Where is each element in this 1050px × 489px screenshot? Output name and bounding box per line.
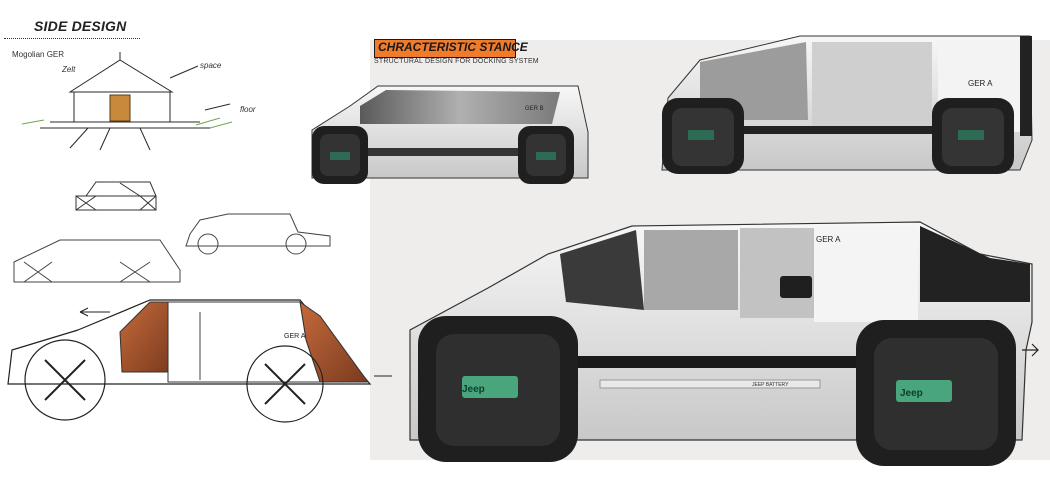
small-rear-wheel	[518, 126, 574, 184]
boxy-outline-sketch	[13, 239, 181, 283]
sketch-car-label: GER A	[284, 333, 306, 340]
page-title: SIDE DESIGN	[34, 18, 127, 34]
yurt-sketch	[21, 52, 233, 151]
large-front-wheel	[418, 316, 578, 462]
vehicle-ger-b	[311, 85, 589, 184]
small-car-label: GER B	[525, 106, 544, 112]
medium-car-label: GER A	[968, 79, 993, 88]
suv-outline-sketch	[185, 213, 331, 255]
floor-annotation: floor	[240, 105, 256, 114]
docking-arrow-icon	[1022, 343, 1039, 357]
front-wheel-brand: Jeep	[462, 384, 485, 395]
small-front-wheel	[312, 126, 368, 184]
large-car-label: GER A	[816, 235, 841, 244]
space-annotation: space	[200, 61, 222, 70]
concept-pencil-sketch	[7, 299, 392, 423]
ger-caption: Mogolian GER	[12, 50, 65, 59]
vehicle-ger-a-medium	[661, 35, 1033, 174]
proportion-sketch	[75, 181, 157, 211]
vehicle-ger-a-large	[409, 221, 1039, 466]
stance-subheading: STRUCTURAL DESIGN FOR DOCKING SYSTEM	[374, 58, 539, 65]
medium-rear-wheel	[932, 98, 1014, 174]
large-rear-wheel	[856, 320, 1016, 466]
stance-label-box	[374, 39, 516, 58]
zelt-annotation: Zelt	[61, 65, 76, 74]
medium-front-wheel	[662, 98, 744, 174]
title-divider	[4, 38, 140, 39]
rear-wheel-brand: Jeep	[900, 388, 923, 399]
battery-label-large: JEEP BATTERY	[752, 382, 789, 388]
stance-heading: CHRACTERISTIC STANCE	[378, 40, 528, 54]
